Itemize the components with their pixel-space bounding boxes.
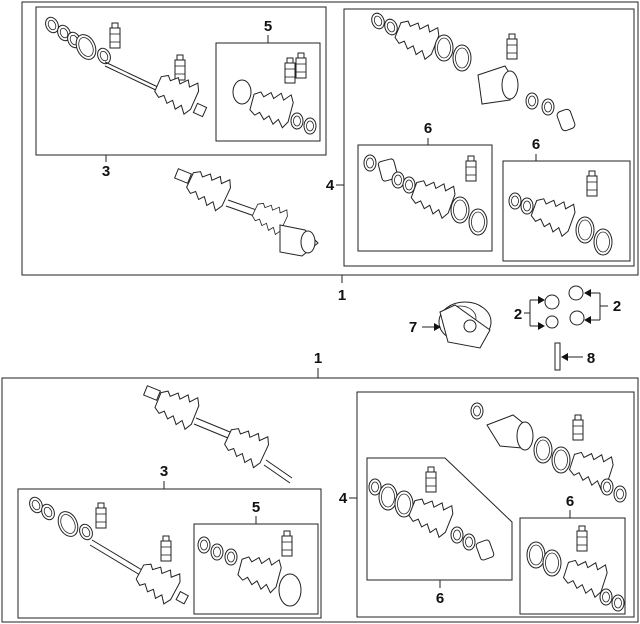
callout-gears-right: 2: [613, 298, 621, 315]
callout-top-boot-kit-left: 5: [264, 18, 272, 35]
bottom-center-shaft: [142, 383, 293, 484]
callout-bottom-boot-kit-left: 5: [252, 499, 260, 516]
top-assembly: [21, 1, 639, 276]
bottom-joint-box: [349, 391, 635, 618]
callout-bottom-boot-kit-right: 6: [566, 493, 574, 510]
bottom-assembly: [1, 377, 639, 623]
differential-group: [317, 275, 608, 378]
callout-pin: 8: [587, 350, 595, 367]
callout-differential: 7: [409, 319, 417, 336]
top-assembly-frame: [21, 1, 639, 276]
differential-gears: [524, 285, 608, 330]
callout-gears: 2: [514, 306, 522, 323]
top-boot-kit-left: [215, 35, 321, 142]
bottom-boot-kit-left: [193, 516, 319, 615]
bottom-boot-kit-mid: [366, 457, 513, 588]
top-joint-box: [336, 8, 635, 267]
callout-top-assembly: 1: [338, 287, 346, 304]
bottom-boot-kit-right: [519, 510, 626, 615]
callout-top-joint-box: 4: [326, 177, 335, 194]
callout-bottom-joint-box: 4: [339, 490, 348, 507]
callout-bottom-shaft-box: 3: [160, 463, 168, 480]
callout-top-boot-kit-mid: 6: [424, 120, 432, 137]
top-shaft-box: [35, 6, 327, 162]
differential-case: [422, 301, 492, 349]
bottom-shaft-box: [17, 481, 322, 619]
top-boot-kit-right: [502, 154, 631, 262]
top-center-shaft: [173, 164, 319, 257]
bottom-assembly-frame: [1, 377, 639, 623]
callout-top-boot-kit-right: 6: [532, 136, 540, 153]
callout-top-shaft-box: 3: [102, 163, 110, 180]
pin: [554, 342, 583, 371]
callout-bottom-assembly: 1: [314, 350, 322, 367]
top-boot-kit-mid: [357, 138, 493, 252]
callout-bottom-boot-kit-mid: 6: [436, 590, 444, 607]
